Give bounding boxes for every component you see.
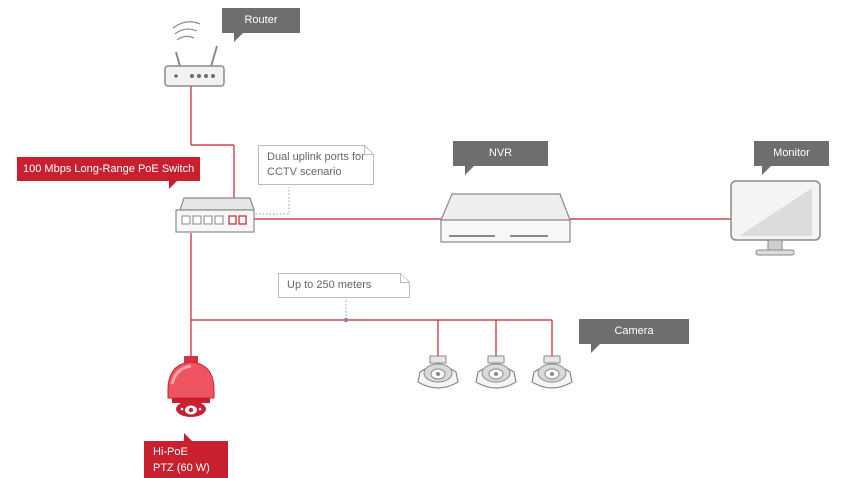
nvr-label: NVR (488, 147, 513, 159)
ptz-camera-icon (167, 356, 215, 417)
nvr-tag: NVR (453, 141, 548, 175)
ptz-tag: Hi-PoE PTZ (60 W) (144, 433, 228, 478)
switch-tag: 100 Mbps Long-Range PoE Switch (17, 157, 201, 189)
ptz-tag-pointer (184, 433, 192, 441)
camera-label: Camera (614, 325, 654, 337)
note-fold-icon (400, 273, 410, 283)
switch-tag-pointer (169, 181, 177, 189)
switch-label: 100 Mbps Long-Range PoE Switch (23, 163, 195, 175)
monitor-tag-pointer (762, 166, 771, 175)
distance-note-text: Up to 250 meters (287, 279, 372, 291)
uplink-note: Dual uplink ports for CCTV scenario (258, 145, 374, 185)
ptz-label-line1: Hi-PoE (153, 446, 188, 458)
callout-connectors (238, 187, 347, 318)
camera-tag: Camera (579, 319, 689, 353)
monitor-label: Monitor (773, 147, 810, 159)
uplink-note-line1: Dual uplink ports for (267, 151, 365, 163)
router-label: Router (244, 14, 278, 26)
ptz-label-line2: PTZ (60 W) (153, 462, 210, 474)
distance-marker-dot (343, 317, 349, 323)
monitor-icon (730, 180, 821, 256)
router-tag-pointer (234, 33, 243, 42)
wifi-router-icon (164, 21, 225, 87)
dome-camera-icon (417, 355, 459, 389)
distance-note: Up to 250 meters (278, 273, 410, 298)
uplink-note-line2: CCTV scenario (267, 166, 342, 178)
poe-switch-icon (175, 197, 255, 233)
dome-camera-icon (475, 355, 517, 389)
camera-tag-pointer (591, 344, 600, 353)
nvr-tag-pointer (465, 166, 474, 175)
nvr-icon (440, 193, 571, 243)
router-tag: Router (222, 8, 300, 42)
monitor-tag: Monitor (754, 141, 829, 175)
connections (190, 86, 731, 360)
note-fold-icon (363, 145, 374, 155)
dome-camera-icon (531, 355, 573, 389)
